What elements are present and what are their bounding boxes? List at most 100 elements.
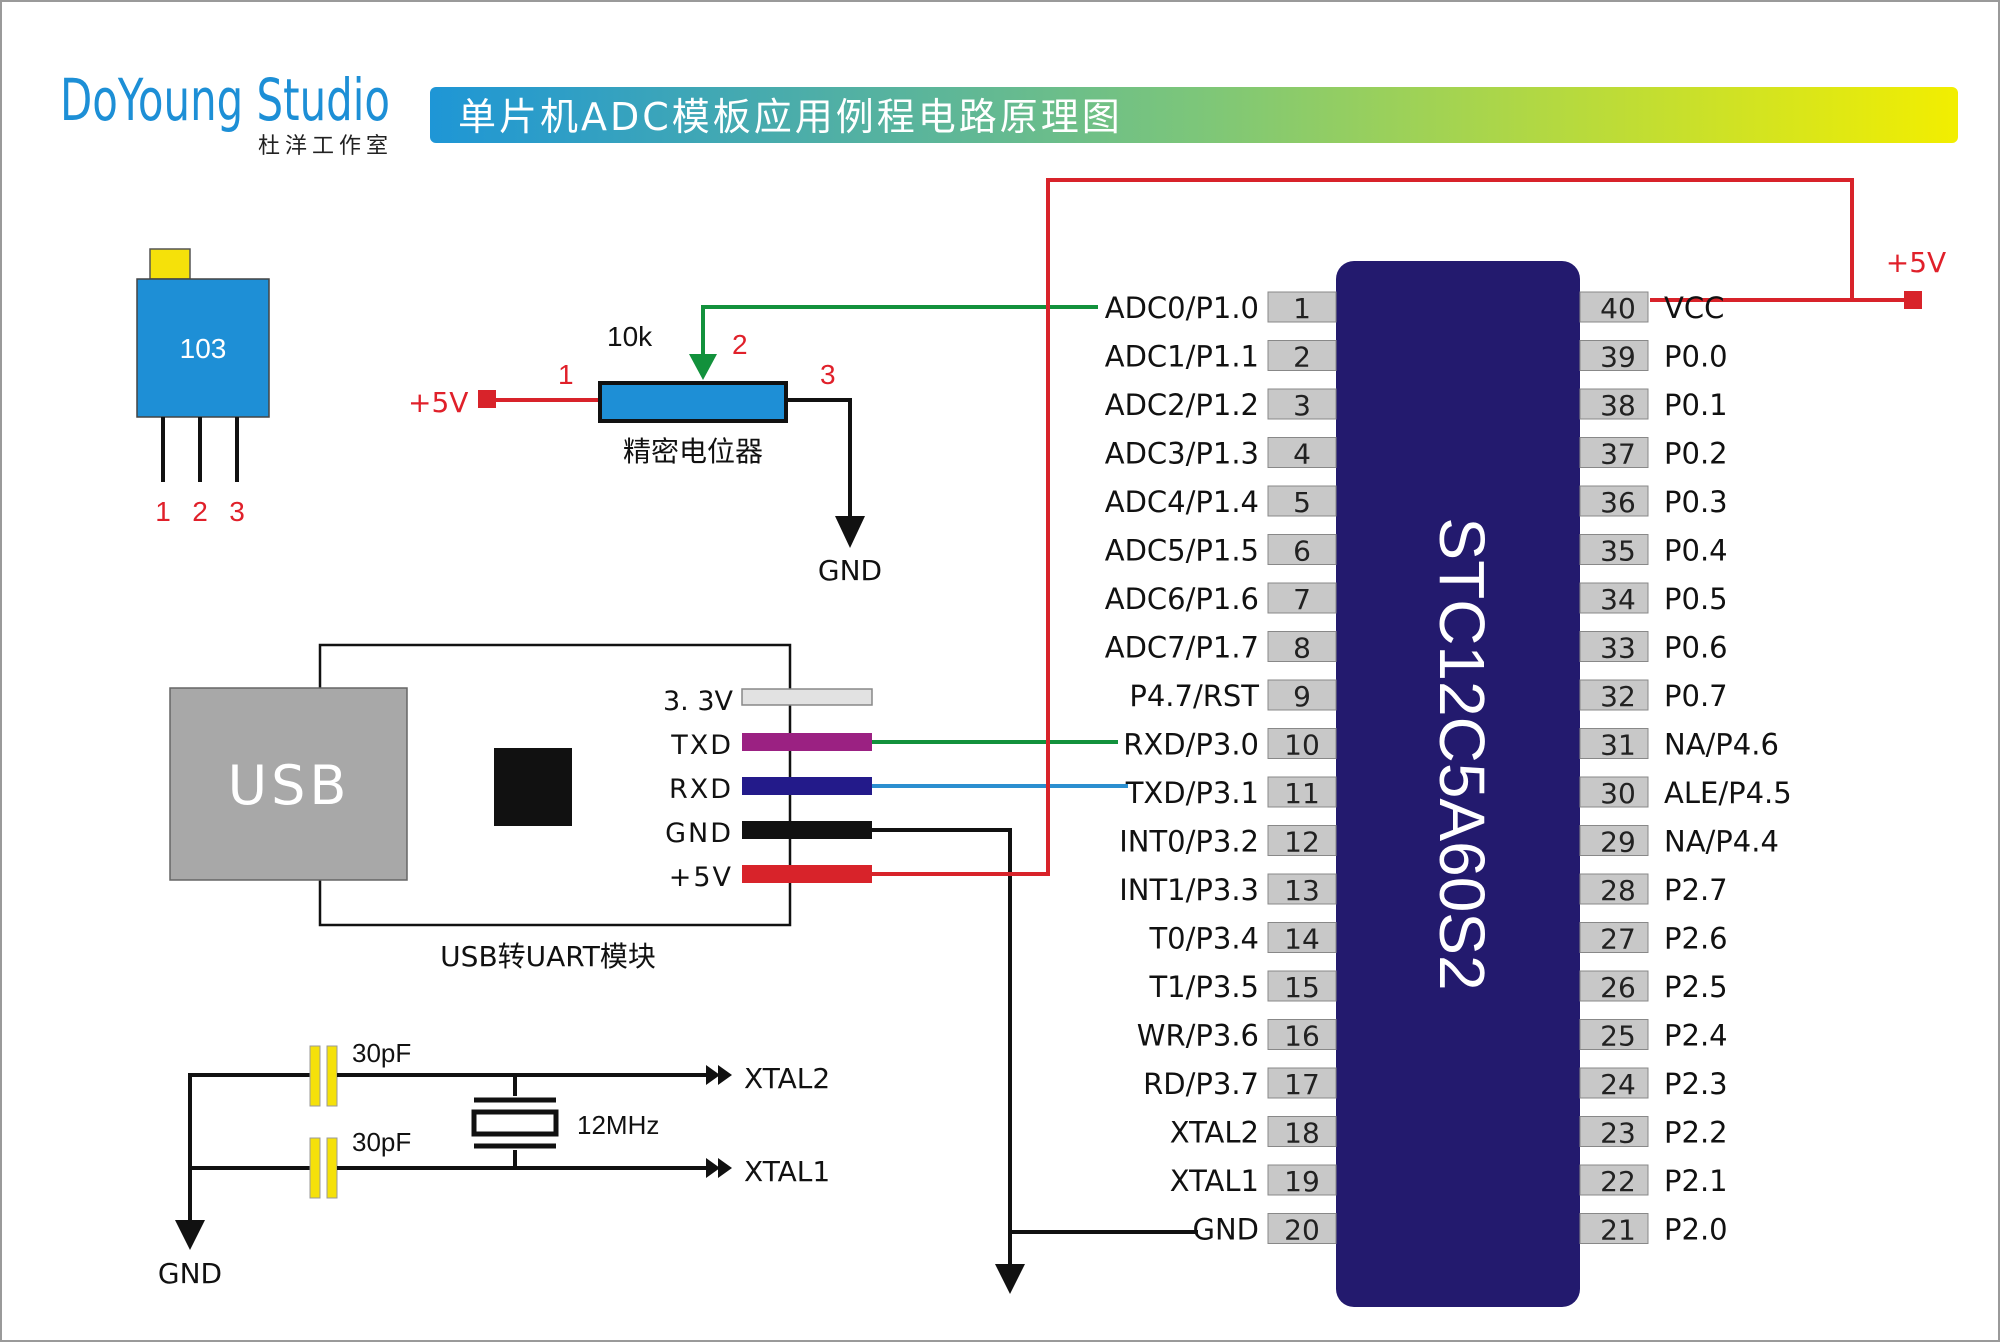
crystal-ground-bus	[188, 1073, 310, 1220]
chip-pin-label: ADC2/P1.2	[1105, 388, 1259, 422]
xtal1-arrow	[706, 1158, 720, 1178]
pot-value: 10k	[607, 321, 653, 352]
chip-pin-label: ADC1/P1.1	[1105, 340, 1259, 374]
chip-pin-label: ADC5/P1.5	[1105, 534, 1259, 568]
pot-ground-wire	[786, 398, 852, 520]
chip-pin-number: 11	[1284, 777, 1320, 810]
chip-pin-label: RD/P3.7	[1143, 1067, 1259, 1101]
chip-pin-label: VCC	[1664, 291, 1724, 325]
chip-pin-label: XTAL2	[1170, 1116, 1259, 1150]
chip-pin-label: P0.3	[1664, 485, 1728, 519]
chip-left-pins: 1ADC0/P1.02ADC1/P1.13ADC2/P1.24ADC3/P1.3…	[1105, 291, 1337, 1247]
chip-pin-number: 35	[1600, 535, 1636, 568]
pot-supply-label: +5V	[408, 386, 468, 419]
chip-pin-label: ADC6/P1.6	[1105, 582, 1259, 616]
brand-logo: DoYoung Studio 杜洋工作室	[60, 66, 390, 159]
chip-pin-number: 10	[1284, 729, 1320, 762]
chip-body	[1336, 261, 1580, 1307]
chip-pin-number: 14	[1284, 923, 1320, 956]
pot-ground-arrow	[835, 516, 865, 548]
chip-pin-label: P2.4	[1664, 1019, 1728, 1053]
chip-pin-number: 19	[1284, 1165, 1320, 1198]
chip-pin-number: 1	[1293, 292, 1311, 325]
chip-pin-label: P4.7/RST	[1129, 679, 1259, 713]
chip-pin-number: 38	[1600, 389, 1636, 422]
capacitor-bottom-value: 30pF	[352, 1127, 411, 1157]
chip-pin-40: 40 VCC	[1579, 291, 1724, 325]
chip-pin-10: 10 RXD/P3.0	[1123, 728, 1337, 762]
chip-pin-label: RXD/P3.0	[1123, 728, 1259, 762]
chip-pin-label: TXD/P3.1	[1125, 776, 1259, 810]
usb-pin-3v3	[741, 688, 873, 706]
chip-pin-label: P2.5	[1664, 970, 1728, 1004]
capacitor-bottom-plate-b	[326, 1137, 338, 1199]
chip-pin-16: 16 WR/P3.6	[1137, 1019, 1337, 1053]
chip-pin-number: 39	[1600, 341, 1636, 374]
pot-pin-2: 2	[732, 329, 748, 360]
chip-pin-label: P0.6	[1664, 631, 1728, 665]
chip-pin-label: P0.1	[1664, 388, 1728, 422]
chip-pin-label: P2.6	[1664, 922, 1728, 956]
page-title: 单片机ADC模板应用例程电路原理图	[458, 95, 1123, 139]
chip-pin-number: 24	[1600, 1068, 1636, 1101]
capacitor-top-value: 30pF	[352, 1038, 411, 1068]
chip-pin-number: 5	[1293, 486, 1311, 519]
pot-supply-terminal	[478, 390, 496, 408]
mcu-chip: STC12C5A60S2 1ADC0/P1.02ADC1/P1.13ADC2/P…	[1105, 261, 1792, 1307]
pot-ground-label: GND	[818, 554, 882, 587]
pot-body	[598, 381, 788, 423]
chip-pin-label: GND	[1193, 1213, 1260, 1247]
usb-pin-5v	[742, 865, 872, 883]
chip-pin-label: WR/P3.6	[1137, 1019, 1259, 1053]
pot-label: 精密电位器	[623, 435, 763, 468]
xtal2-label: XTAL2	[744, 1062, 830, 1095]
usb-pin-5v-label: +5V	[669, 862, 733, 893]
crystal-ground-arrow	[175, 1220, 205, 1250]
chip-pin-number: 29	[1600, 826, 1636, 859]
usb-pin-txd	[742, 733, 872, 751]
chip-pin-9: 9 P4.7/RST	[1129, 679, 1337, 713]
chip-pin-number: 16	[1284, 1020, 1320, 1053]
potentiometer-circuit: +5V 1 10k 精密电位器 2 3 GND	[408, 305, 1098, 587]
chip-pin-number: 2	[1293, 341, 1311, 374]
chip-pin-36: 36 P0.3	[1579, 485, 1728, 519]
usb-pin-gnd-label: GND	[665, 818, 733, 849]
usb-connector	[169, 687, 408, 881]
trimmer-code: 103	[180, 333, 227, 364]
usb-pin-rxd	[742, 777, 872, 795]
chip-pin-label: P2.1	[1664, 1164, 1728, 1198]
chip-pin-number: 40	[1600, 292, 1636, 325]
chip-pin-number: 36	[1600, 486, 1636, 519]
vcc-terminal	[1904, 291, 1922, 309]
usb-chip	[494, 748, 572, 826]
capacitor-bottom-plate-a	[309, 1137, 321, 1199]
chip-pin-number: 27	[1600, 923, 1636, 956]
chip-pin-38: 38 P0.1	[1579, 388, 1728, 422]
chip-pin-label: P2.2	[1664, 1116, 1728, 1150]
chip-pin-number: 23	[1600, 1117, 1636, 1150]
chip-pin-number: 32	[1600, 680, 1636, 713]
usb-uart-module: USB USB转UART模块 3. 3V TXD RXD GND +5V	[169, 643, 873, 973]
chip-pin-number: 6	[1293, 535, 1311, 568]
chip-pin-number: 31	[1600, 729, 1636, 762]
chip-pin-number: 9	[1293, 680, 1311, 713]
chip-pin-label: ADC7/P1.7	[1105, 631, 1259, 665]
trimmer-potentiometer: 103 1 2 3	[136, 248, 270, 527]
xtal1-label: XTAL1	[744, 1155, 830, 1188]
usb-module-caption: USB转UART模块	[440, 940, 656, 973]
chip-pin-label: ADC0/P1.0	[1105, 291, 1259, 325]
